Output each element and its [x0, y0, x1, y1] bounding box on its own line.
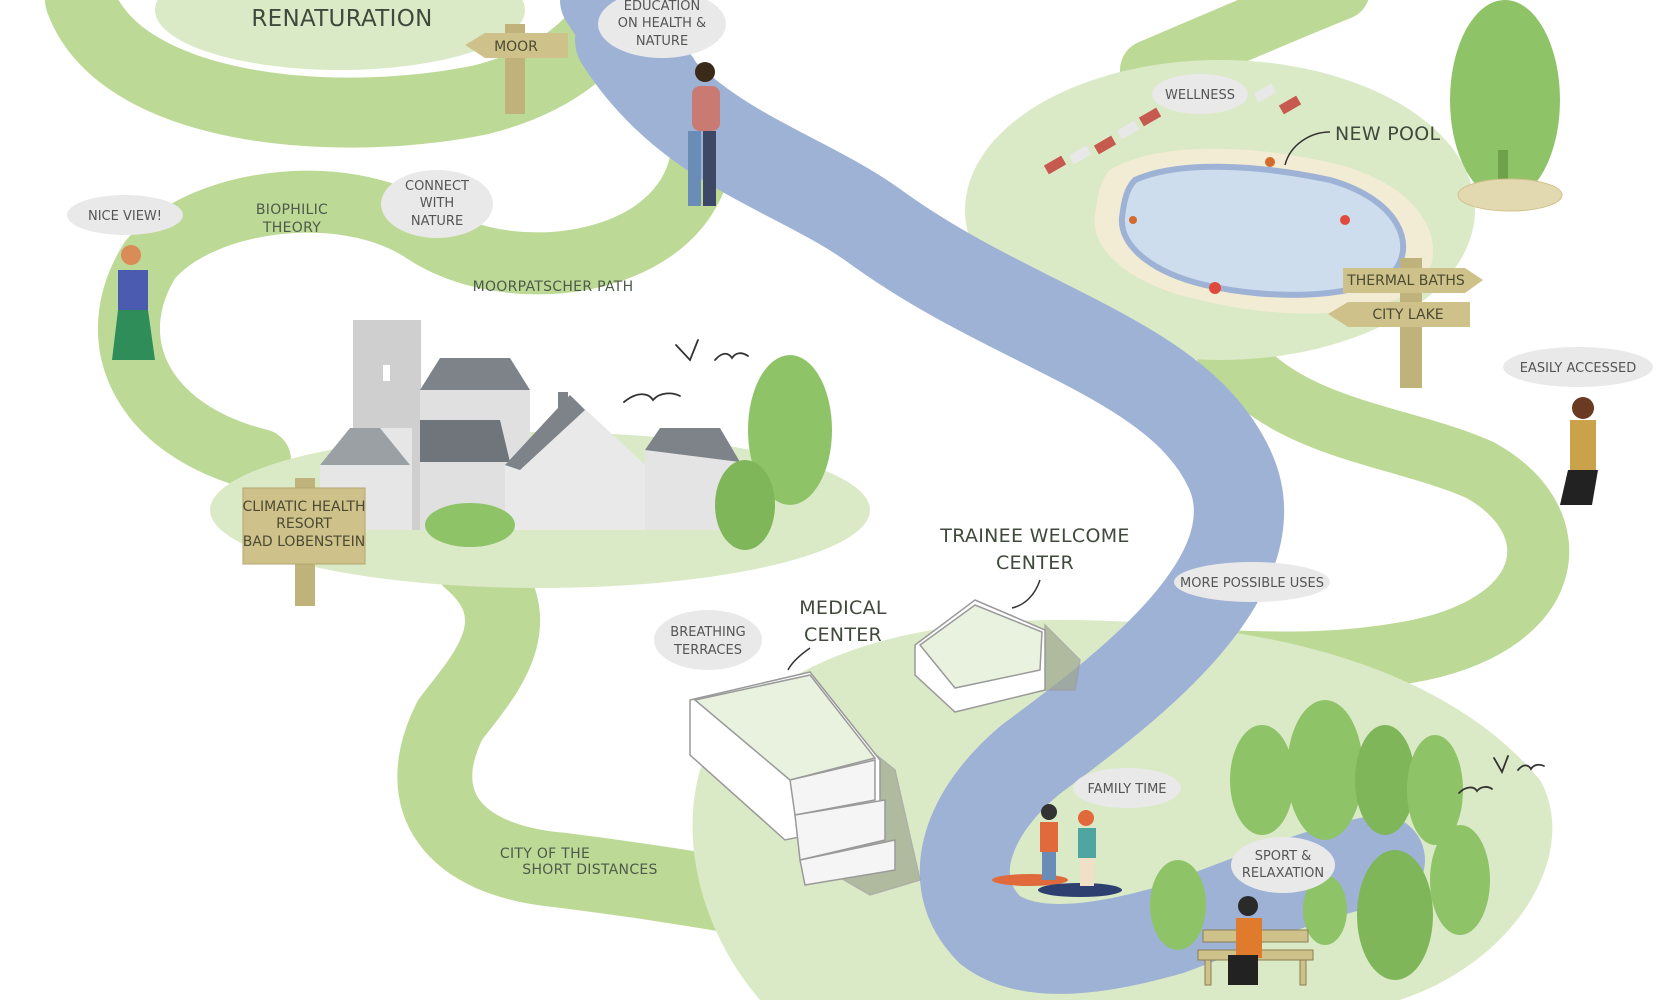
moorpatscher-path — [97, 79, 734, 491]
resort-sign-text-2: RESORT — [276, 516, 332, 532]
signpost-icon — [242, 24, 1483, 606]
trainee-label-1: TRAINEE WELCOME — [939, 525, 1129, 547]
northeast-path — [1120, 0, 1369, 100]
moor-sign-text: MOOR — [494, 39, 538, 55]
resort-sign-text-3: BAD LOBENSTEIN — [243, 534, 366, 550]
resort-sign-text-1: CLIMATIC HEALTH — [242, 499, 365, 515]
sport-text-1: SPORT & — [1255, 849, 1312, 864]
breathing-text-1: BREATHING — [670, 625, 745, 640]
trainee-center-building — [914, 599, 1081, 713]
person-icon — [112, 62, 1598, 985]
south-path — [397, 522, 798, 938]
speech-bubbles — [67, 0, 1653, 893]
connect-text-1: CONNECT — [405, 179, 469, 194]
bubble-sport — [1231, 837, 1335, 893]
sport-text-2: RELAXATION — [1242, 866, 1324, 881]
bird-icon — [623, 339, 1545, 794]
tree-icon — [715, 0, 1563, 980]
family-text: FAMILY TIME — [1087, 782, 1166, 797]
medical-label-1: MEDICAL — [799, 597, 887, 619]
moorpatscher-label: MOORPATSCHER PATH — [473, 279, 634, 295]
bubble-wellness — [1152, 74, 1248, 114]
bubble-education — [598, 0, 726, 58]
lake-sign-text: CITY LAKE — [1372, 307, 1443, 323]
bubble-easily — [1503, 347, 1653, 387]
easily-text: EASILY ACCESSED — [1520, 361, 1637, 376]
river — [575, 0, 1425, 994]
renaturation-area — [155, 0, 525, 70]
thermal-sign-text: THERMAL BATHS — [1346, 273, 1465, 289]
renaturation-label: RENATURATION — [251, 6, 432, 32]
connect-text-3: NATURE — [411, 214, 463, 229]
short-distances-label-2: SHORT DISTANCES — [522, 862, 657, 878]
trainee-leader-line — [1011, 579, 1041, 609]
bubble-more-uses — [1174, 562, 1330, 602]
short-distances-label-1: CITY OF THE — [500, 846, 590, 862]
breathing-text-2: TERRACES — [673, 643, 742, 658]
bubble-nice-view — [67, 195, 183, 235]
education-text-1: EDUCATION — [624, 0, 700, 14]
biophilic-label-1: BIOPHILIC — [256, 202, 328, 218]
wellness-text: WELLNESS — [1165, 88, 1235, 103]
bubble-family — [1073, 768, 1181, 808]
pool-leader-line — [1284, 131, 1331, 166]
more-uses-text: MORE POSSIBLE USES — [1180, 576, 1324, 591]
trainee-label-2: CENTER — [996, 552, 1074, 574]
new-pool-label: NEW POOL — [1335, 123, 1441, 145]
village-buildings — [320, 320, 740, 547]
education-text-3: NATURE — [636, 34, 688, 49]
connect-text-2: WITH — [420, 196, 454, 211]
medical-label-2: CENTER — [804, 624, 882, 646]
deck-chair-icon — [1043, 83, 1302, 175]
bubble-breathing — [654, 610, 762, 670]
nice-view-text: NICE VIEW! — [88, 209, 162, 224]
education-text-2: ON HEALTH & — [618, 16, 706, 31]
biophilic-label-2: THEORY — [262, 220, 321, 236]
medical-center-building — [689, 671, 921, 896]
medical-leader-line — [787, 647, 811, 671]
bubble-connect — [381, 170, 493, 238]
